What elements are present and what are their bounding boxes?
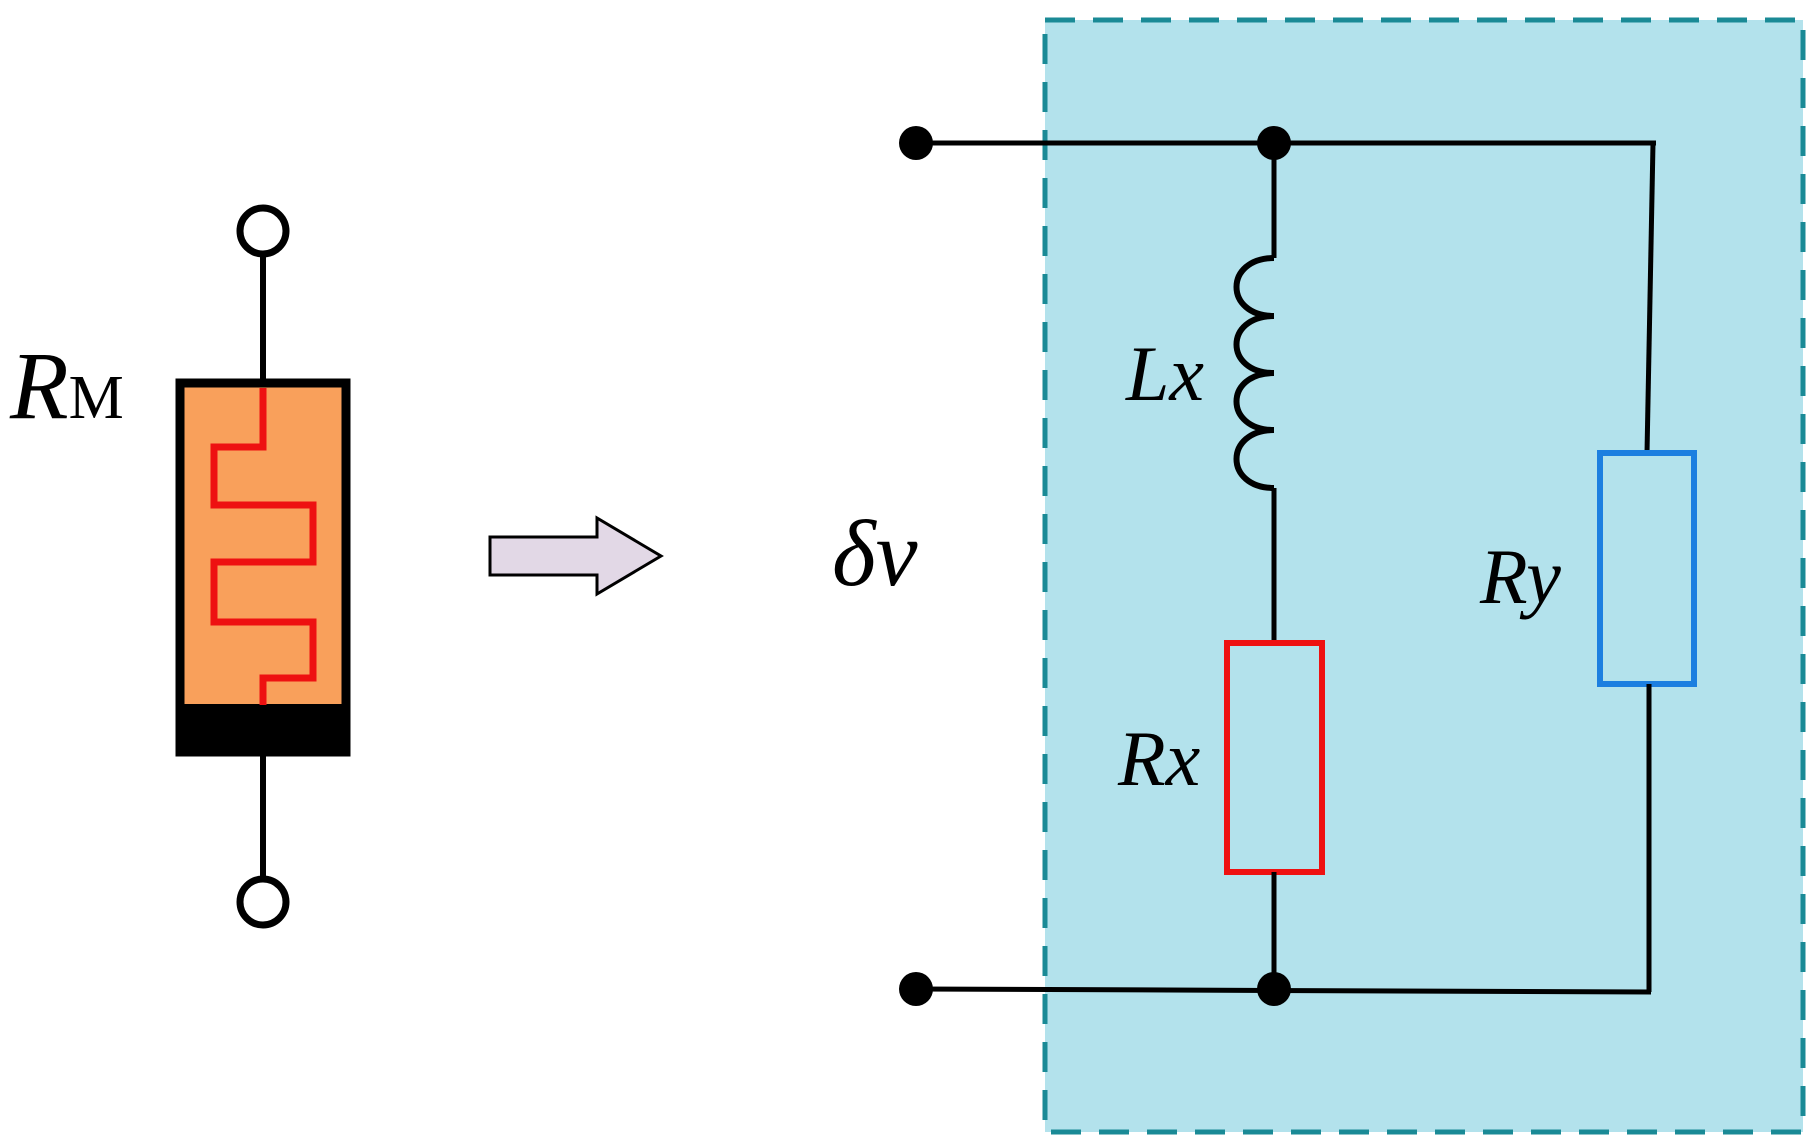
inductor-label: Lx: [1125, 330, 1204, 417]
memristor-bottom-terminal: [236, 875, 290, 929]
inductor-lx: [1233, 255, 1275, 491]
top-input-terminal: [899, 126, 933, 160]
resistor-ry-label: Ry: [1479, 533, 1561, 620]
memristor-trace: [210, 388, 317, 705]
memristor-polarity-band: [176, 704, 350, 752]
ry-top-wire: [1644, 142, 1656, 454]
bottom-input-terminal: [899, 972, 933, 1006]
memristor-label-subscript: M: [69, 364, 124, 432]
memristor-symbol: RM: [9, 204, 351, 929]
voltage-label: δv: [832, 502, 918, 606]
equivalent-circuit: δv Lx Rx Ry: [832, 17, 1806, 1135]
memristor-top-terminal: [236, 204, 290, 258]
resistor-rx-label: Rx: [1117, 715, 1201, 802]
transform-arrow: [488, 515, 664, 597]
model-box: [1042, 17, 1806, 1135]
memristor-label: RM: [9, 332, 124, 439]
